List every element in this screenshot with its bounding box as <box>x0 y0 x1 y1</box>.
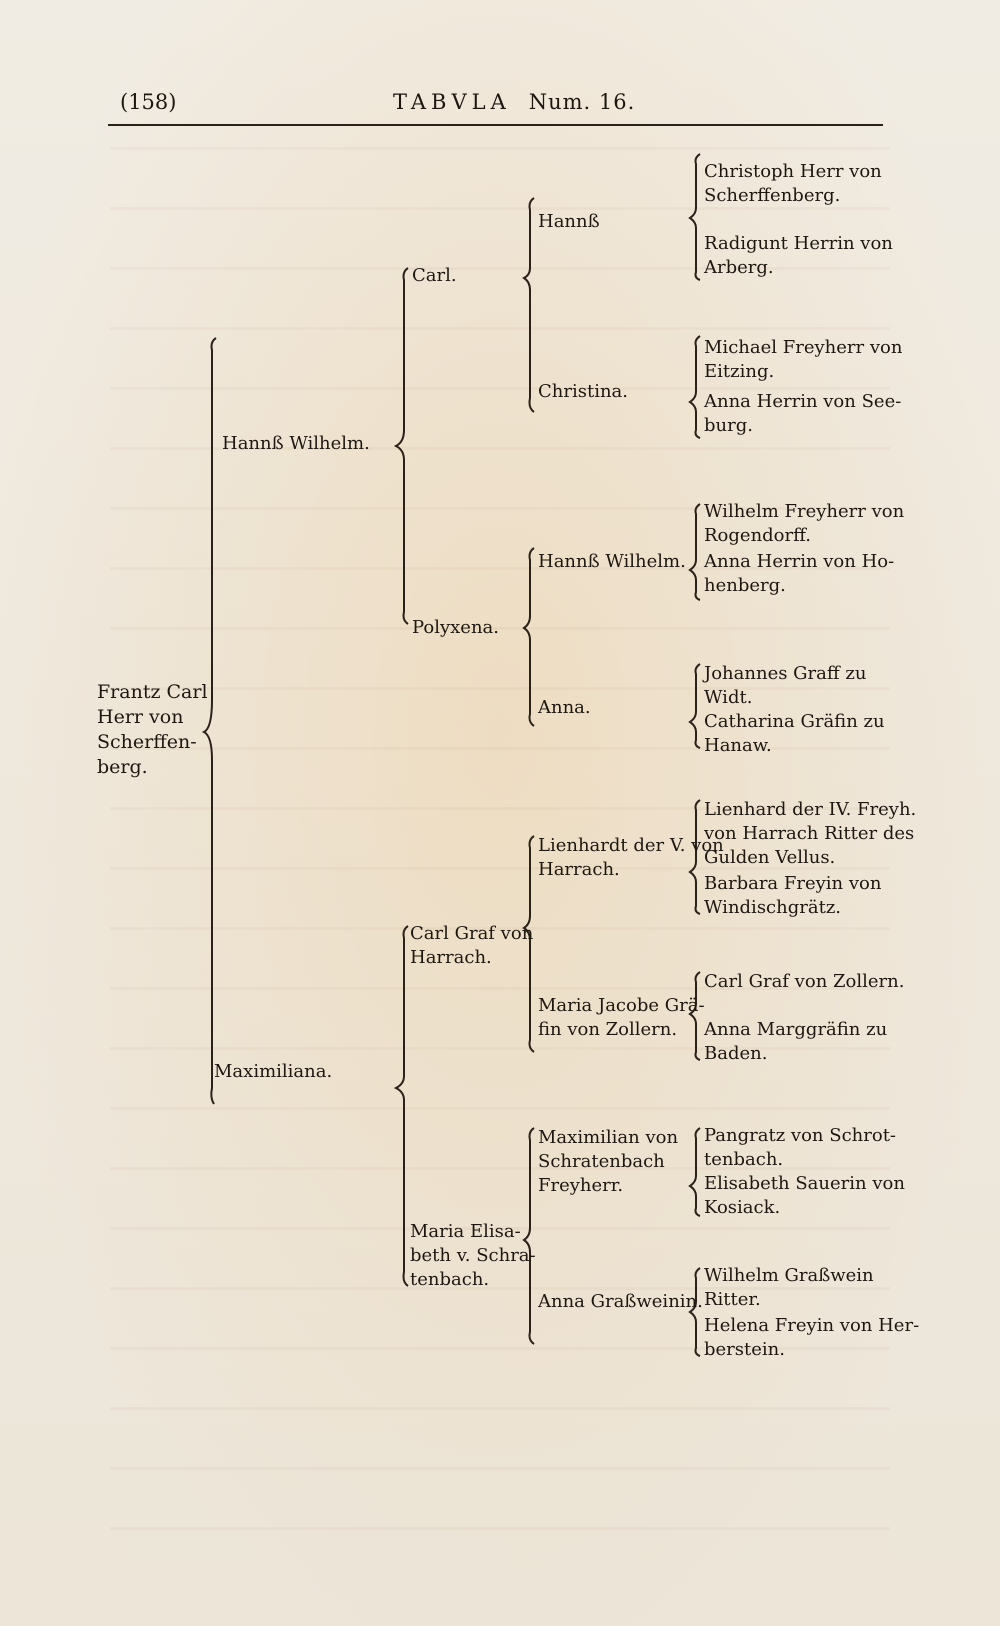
ancestor-fff: Hannß <box>538 211 600 232</box>
ancestor-fmm: Anna. <box>538 697 591 718</box>
mother: Maximiliana. <box>214 1061 333 1082</box>
great-ancestor-5: Wilhelm Freyherr von Rogendorff. <box>704 501 905 546</box>
paternal-grandfather: Carl. <box>412 265 457 286</box>
page-number: (158) <box>120 90 177 114</box>
great-ancestor-10: Barbara Freyin von Windischgrätz. <box>704 873 882 918</box>
ancestor-mff: Lienhardt der V. von Harrach. <box>538 835 724 880</box>
ancestor-fmf: Hannß Wilhelm. <box>538 551 686 572</box>
ancestor-mfm: Maria Jacobe Grä- fin von Zollern. <box>538 995 705 1040</box>
great-ancestor-6: Anna Herrin von Ho- henberg. <box>704 551 895 596</box>
ancestor-mmf: Maximilian von Schratenbach Freyherr. <box>538 1127 679 1196</box>
great-ancestor-11: Carl Graf von Zollern. <box>704 971 905 992</box>
great-ancestor-14: Elisabeth Sauerin von Kosiack. <box>704 1173 905 1218</box>
header-rule <box>108 124 883 126</box>
ancestor-mmm: Anna Graßweinin. <box>538 1291 703 1312</box>
paternal-grandmother: Polyxena. <box>412 617 499 638</box>
great-ancestor-13: Pangratz von Schrot- tenbach. <box>704 1125 897 1170</box>
table-title: TABVLA Num. 16. <box>393 90 635 114</box>
maternal-grandmother: Maria Elisa- beth v. Schra- tenbach. <box>410 1221 536 1290</box>
great-ancestor-9: Lienhard der IV. Freyh. von Harrach Ritt… <box>704 799 917 868</box>
page-header: (158) TABVLA Num. 16. <box>0 90 1000 130</box>
table-number: Num. 16. <box>528 90 636 114</box>
show-through-bleed <box>110 130 890 1530</box>
great-ancestor-8: Catharina Gräfin zu Hanaw. <box>704 711 885 756</box>
maternal-grandfather: Carl Graf von Harrach. <box>410 923 534 968</box>
great-ancestor-7: Johannes Graff zu Widt. <box>704 663 867 708</box>
great-ancestor-1: Christoph Herr von Scherffenberg. <box>704 161 882 206</box>
great-ancestor-15: Wilhelm Graßwein Ritter. <box>704 1265 874 1310</box>
father: Hannß Wilhelm. <box>222 433 370 454</box>
great-ancestor-3: Michael Freyherr von Eitzing. <box>704 337 903 382</box>
ancestor-ffm: Christina. <box>538 381 628 402</box>
great-ancestor-4: Anna Herrin von See- burg. <box>704 391 902 436</box>
root-person: Frantz Carl Herr von Scherffen- berg. <box>97 681 208 778</box>
title-word: TABVLA <box>393 90 511 114</box>
great-ancestor-2: Radigunt Herrin von Arberg. <box>704 233 893 278</box>
great-ancestor-16: Helena Freyin von Her- berstein. <box>704 1315 920 1360</box>
great-ancestor-12: Anna Marggräfin zu Baden. <box>704 1019 888 1064</box>
